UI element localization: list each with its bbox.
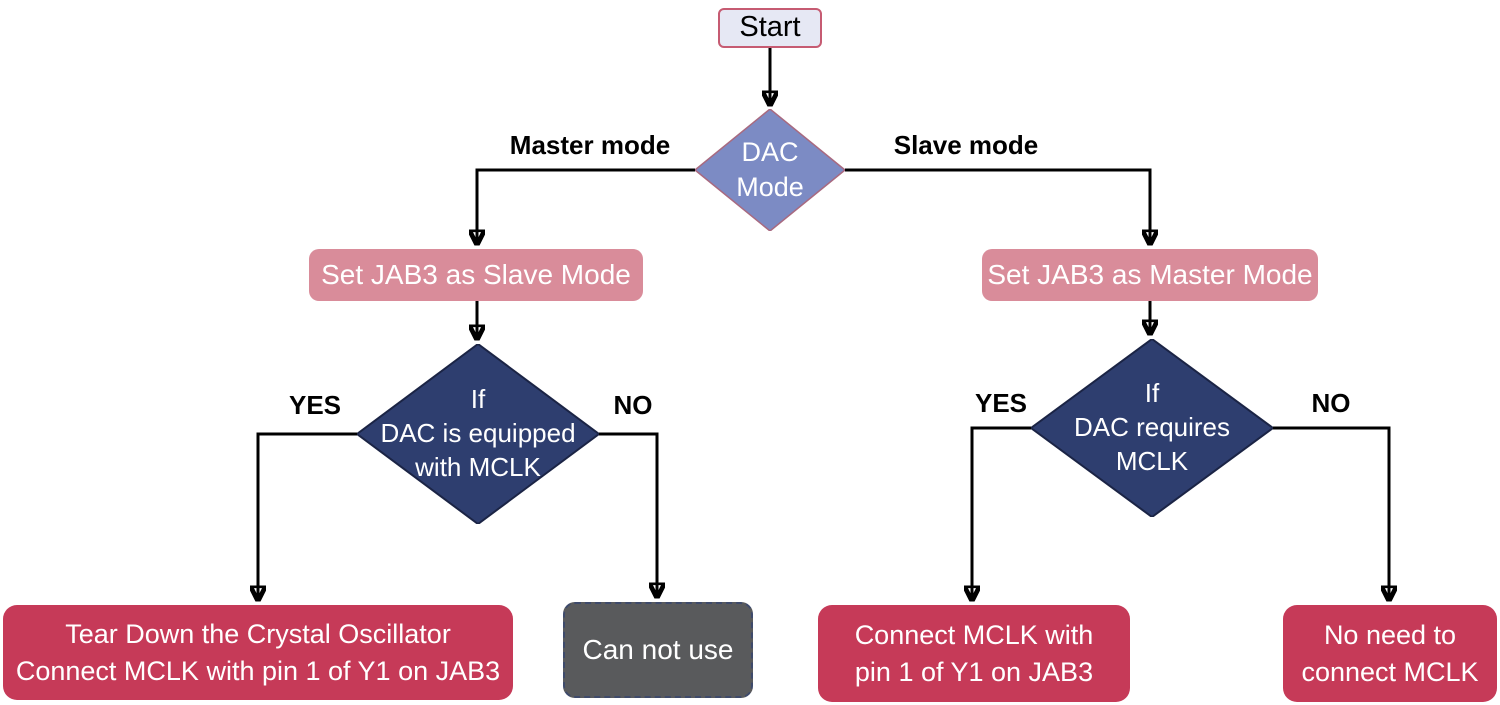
if-requires-diamond-shape: [1031, 339, 1273, 517]
no-need-line1: No need to: [1323, 620, 1457, 651]
if-requires-line3: MCLK: [1115, 445, 1189, 476]
node-connect-mclk: Connect MCLK with pin 1 of Y1 on JAB3: [818, 605, 1130, 702]
cannot-use-label: Can not use: [582, 634, 734, 666]
if-equipped-line3: with MCLK: [415, 451, 541, 482]
edge-label-no-left: NO: [613, 390, 653, 420]
edge-label-slave-mode: Slave mode: [893, 130, 1039, 160]
node-no-need-connect: No need to connect MCLK: [1283, 605, 1497, 702]
node-cannot-use: Can not use: [563, 602, 753, 698]
edge-dacmode-master-branch: [477, 168, 695, 243]
node-dac-mode-decision: DAC Mode: [695, 109, 845, 231]
if-equipped-line1: If: [470, 384, 486, 415]
no-need-line2: connect MCLK: [1301, 656, 1479, 687]
tear-down-line1: Tear Down the Crystal Oscillator: [65, 619, 451, 650]
edge-label-yes-right: YES: [974, 388, 1028, 418]
set-jab3-slave-label: Set JAB3 as Slave Mode: [321, 259, 631, 291]
set-jab3-master-label: Set JAB3 as Master Mode: [987, 259, 1313, 291]
node-if-dac-equipped-decision: If DAC is equipped with MCLK: [357, 344, 599, 524]
if-requires-line2: DAC requires: [1073, 412, 1231, 443]
edge-dacmode-slave-branch: [845, 168, 1150, 243]
if-equipped-line2: DAC is equipped: [380, 418, 576, 449]
node-set-jab3-slave: Set JAB3 as Slave Mode: [309, 249, 643, 301]
connect-mclk-line1: Connect MCLK with: [854, 620, 1094, 651]
tear-down-line2: Connect MCLK with pin 1 of Y1 on JAB3: [15, 655, 501, 686]
edge-ifrequires-no: [1273, 426, 1389, 599]
node-set-jab3-master: Set JAB3 as Master Mode: [982, 249, 1318, 301]
edge-ifequipped-no: [599, 432, 657, 596]
edge-label-no-right: NO: [1311, 388, 1351, 418]
edge-ifequipped-yes: [258, 432, 357, 599]
dac-mode-diamond-shape: [695, 109, 845, 231]
node-start-label: Start: [739, 11, 801, 44]
if-equipped-diamond-shape: [357, 344, 599, 524]
node-start: Start: [718, 8, 822, 48]
edge-label-yes-left: YES: [288, 390, 342, 420]
edge-label-master-mode: Master mode: [509, 130, 671, 160]
if-requires-line1: If: [1144, 378, 1160, 409]
node-tear-down-oscillator: Tear Down the Crystal Oscillator Connect…: [3, 605, 513, 700]
edge-ifrequires-yes: [972, 426, 1031, 599]
node-if-dac-requires-decision: If DAC requires MCLK: [1031, 339, 1273, 517]
connect-mclk-line2: pin 1 of Y1 on JAB3: [854, 656, 1094, 687]
dac-mode-line2: Mode: [736, 172, 804, 202]
dac-mode-line1: DAC: [741, 136, 799, 167]
